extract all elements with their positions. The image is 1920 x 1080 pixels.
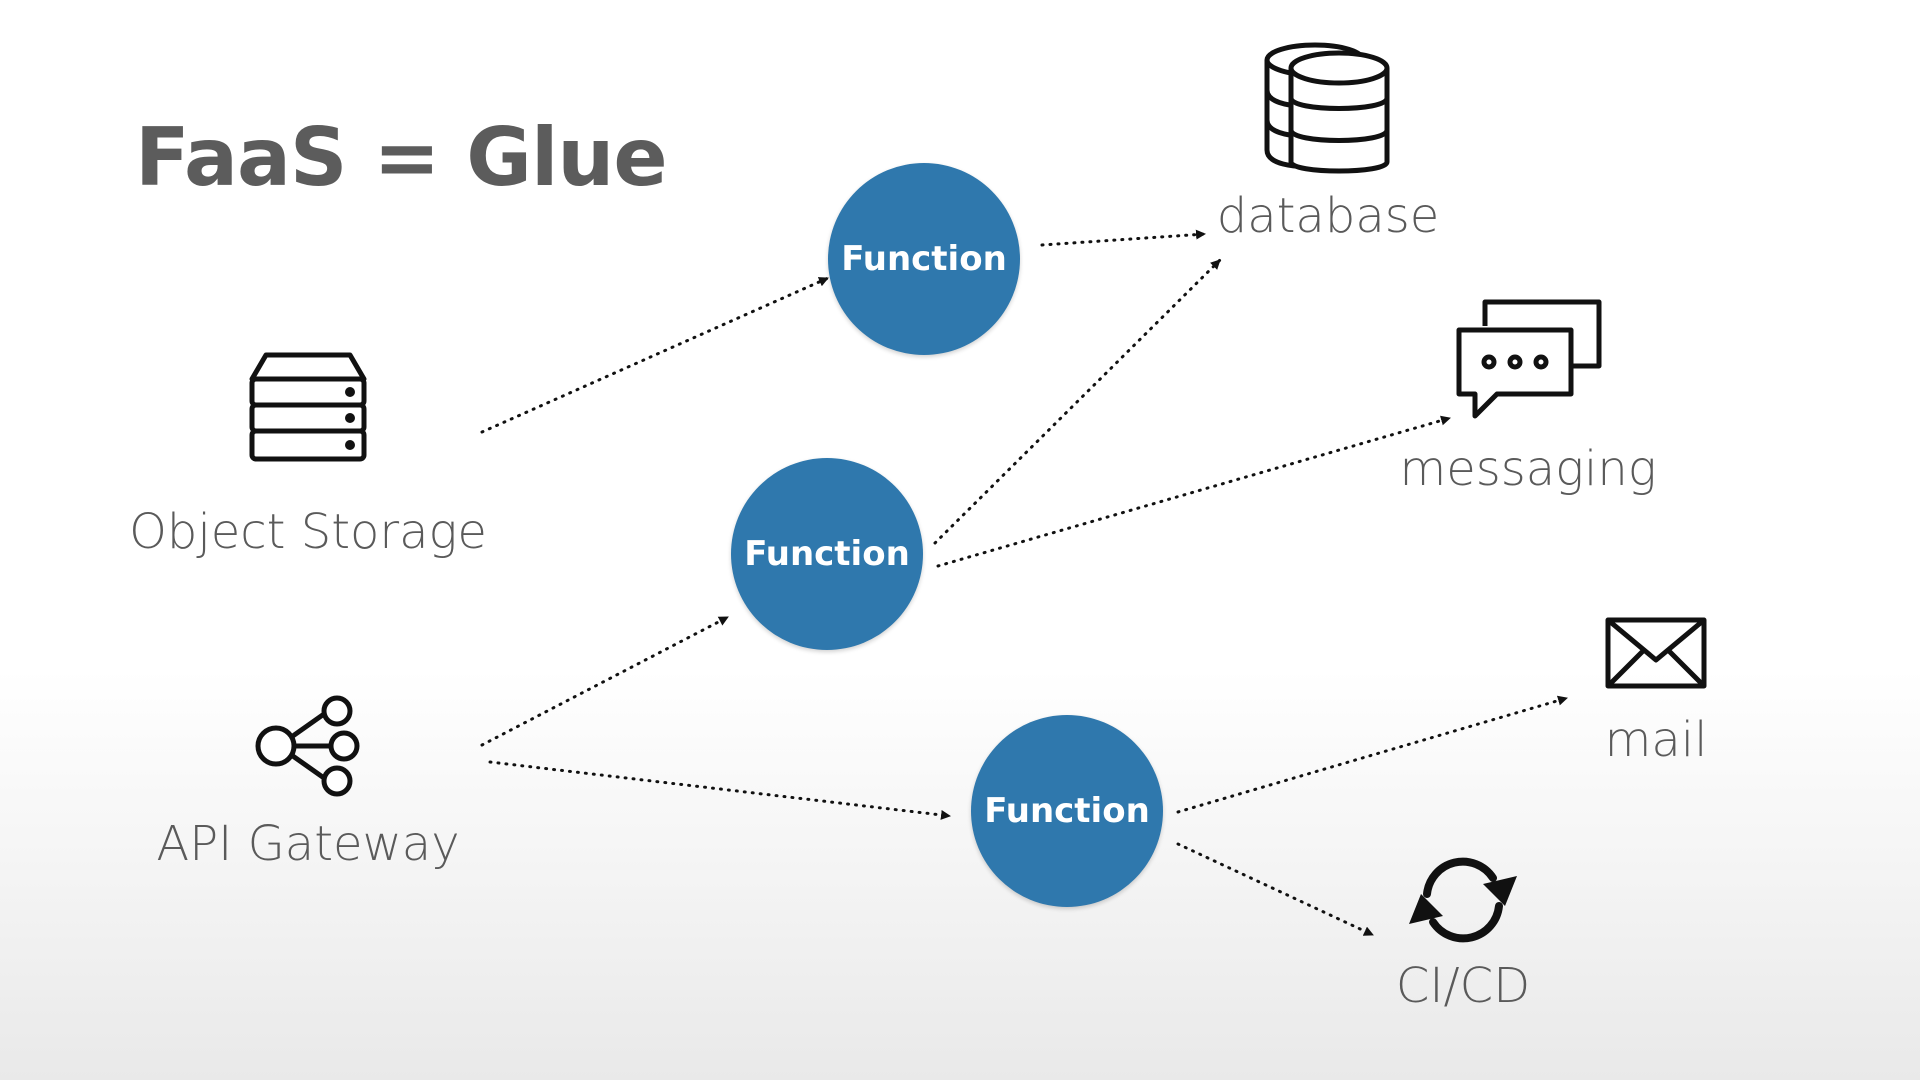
server-icon <box>249 352 367 462</box>
sync-arrows-icon <box>1409 857 1517 943</box>
function-node-top: Function <box>828 163 1020 355</box>
arrow-function-middle-to-database <box>933 258 1222 545</box>
slide-title: FaaS = Glue <box>135 111 668 204</box>
function-label: Function <box>841 239 1007 279</box>
database-icon <box>1264 42 1390 174</box>
chat-bubbles-icon <box>1456 299 1602 419</box>
messaging-label: messaging <box>1399 441 1657 497</box>
arrow-function-middle-to-messaging <box>936 415 1452 568</box>
arrow-function-bottom-to-mail <box>1176 695 1569 814</box>
arrow-gateway-to-function-bottom <box>488 760 952 820</box>
api-gateway-label: API Gateway <box>156 816 460 872</box>
arrow-function-top-to-database <box>1040 229 1207 247</box>
cicd-label: CI/CD <box>1395 958 1531 1014</box>
object-storage-label: Object Storage <box>129 504 487 560</box>
mail-label: mail <box>1604 712 1708 768</box>
share-nodes-icon <box>255 695 360 797</box>
function-label: Function <box>744 534 910 574</box>
database-label: database <box>1216 188 1440 244</box>
envelope-icon <box>1605 617 1707 689</box>
arrow-storage-to-function-top <box>480 276 830 434</box>
function-node-middle: Function <box>731 458 923 650</box>
function-label: Function <box>984 791 1150 831</box>
arrow-gateway-to-function-middle <box>480 615 730 747</box>
arrow-function-bottom-to-cicd <box>1176 842 1375 937</box>
function-node-bottom: Function <box>971 715 1163 907</box>
